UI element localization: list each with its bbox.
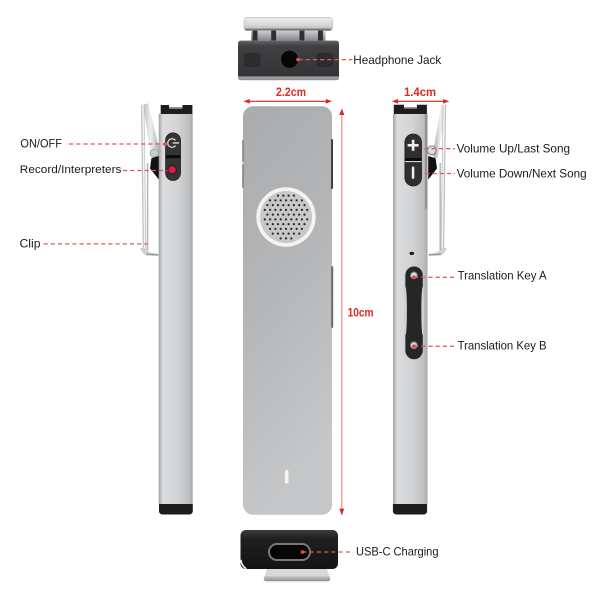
svg-text:Translation Key B: Translation Key B	[458, 339, 547, 353]
svg-text:2.2cm: 2.2cm	[276, 87, 306, 99]
svg-text:Clip: Clip	[20, 236, 41, 250]
svg-text:Headphone Jack: Headphone Jack	[353, 53, 442, 67]
svg-text:Volume Down/Next Song: Volume Down/Next Song	[457, 166, 587, 180]
svg-text:1.4cm: 1.4cm	[404, 87, 436, 99]
svg-text:USB-C Charging: USB-C Charging	[356, 545, 439, 559]
svg-text:Translation Key A: Translation Key A	[458, 269, 547, 283]
svg-text:Record/Interpreters: Record/Interpreters	[20, 164, 122, 176]
svg-text:ON/OFF: ON/OFF	[20, 137, 62, 151]
svg-text:10cm: 10cm	[348, 308, 374, 320]
svg-text:Volume Up/Last Song: Volume Up/Last Song	[457, 141, 570, 155]
